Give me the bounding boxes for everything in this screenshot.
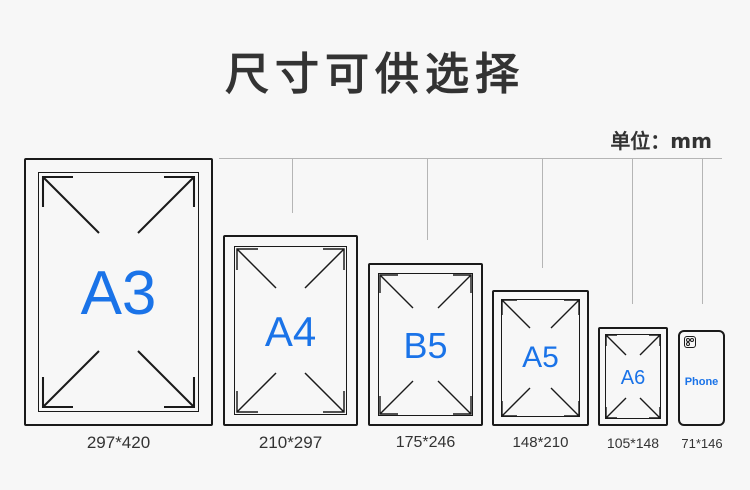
corner-arrow [437, 380, 472, 415]
corner-arrow [137, 175, 196, 234]
size-card-phone[interactable]: Phone [678, 330, 725, 426]
size-label: A3 [80, 259, 157, 328]
corner-arrow [379, 274, 414, 309]
size-label: A5 [522, 341, 559, 374]
size-label: B5 [403, 325, 448, 366]
corner-arrow [605, 397, 627, 419]
phone-height-tick [702, 158, 703, 304]
corner-arrow [41, 350, 100, 409]
size-label: A4 [264, 308, 317, 355]
size-card-a5[interactable]: A5 [492, 290, 589, 426]
corner-arrow [236, 372, 277, 413]
camera-icon [684, 336, 696, 348]
a5-height-tick [542, 158, 543, 268]
corner-arrow [639, 334, 661, 356]
expand-arrows-icon [379, 274, 472, 415]
inner-frame [38, 172, 199, 412]
inner-frame [234, 246, 347, 415]
reference-line [219, 158, 722, 159]
corner-arrow [304, 248, 345, 289]
corner-arrow [137, 350, 196, 409]
size-card-a3[interactable]: A3 [24, 158, 213, 426]
page-title: 尺寸可供选择 [225, 49, 525, 100]
corner-arrow [304, 372, 345, 413]
corner-arrow [501, 387, 531, 417]
size-card-a6[interactable]: A6 [598, 327, 668, 426]
inner-frame [378, 273, 473, 416]
corner-arrow [550, 299, 580, 329]
size-dimensions: 175*246 [395, 434, 456, 451]
a6-height-tick [632, 158, 633, 304]
corner-arrow [639, 397, 661, 419]
inner-frame [605, 334, 661, 419]
expand-arrows-icon [41, 175, 196, 409]
corner-arrow [379, 380, 414, 415]
expand-arrows-icon [236, 248, 345, 413]
corner-arrow [41, 175, 100, 234]
size-dimensions: 210*297 [258, 433, 323, 452]
b5-height-tick [427, 158, 428, 240]
size-card-b5[interactable]: B5 [368, 263, 483, 426]
corner-arrow [605, 334, 627, 356]
size-card-a4[interactable]: A4 [223, 235, 358, 426]
size-label: A6 [620, 367, 646, 389]
a4-height-tick [292, 158, 293, 213]
corner-arrow [437, 274, 472, 309]
size-dimensions: 71*146 [681, 436, 723, 451]
size-dimensions: 148*210 [512, 434, 569, 451]
size-label: Phone [684, 376, 719, 388]
inner-frame [501, 299, 580, 417]
expand-arrows-icon [605, 334, 661, 419]
corner-arrow [501, 299, 531, 329]
size-dimensions: 297*420 [86, 433, 151, 452]
unit-label: 单位：mm [610, 129, 712, 153]
size-dimensions: 105*148 [606, 435, 660, 451]
corner-arrow [550, 387, 580, 417]
corner-arrow [236, 248, 277, 289]
expand-arrows-icon [501, 299, 580, 417]
